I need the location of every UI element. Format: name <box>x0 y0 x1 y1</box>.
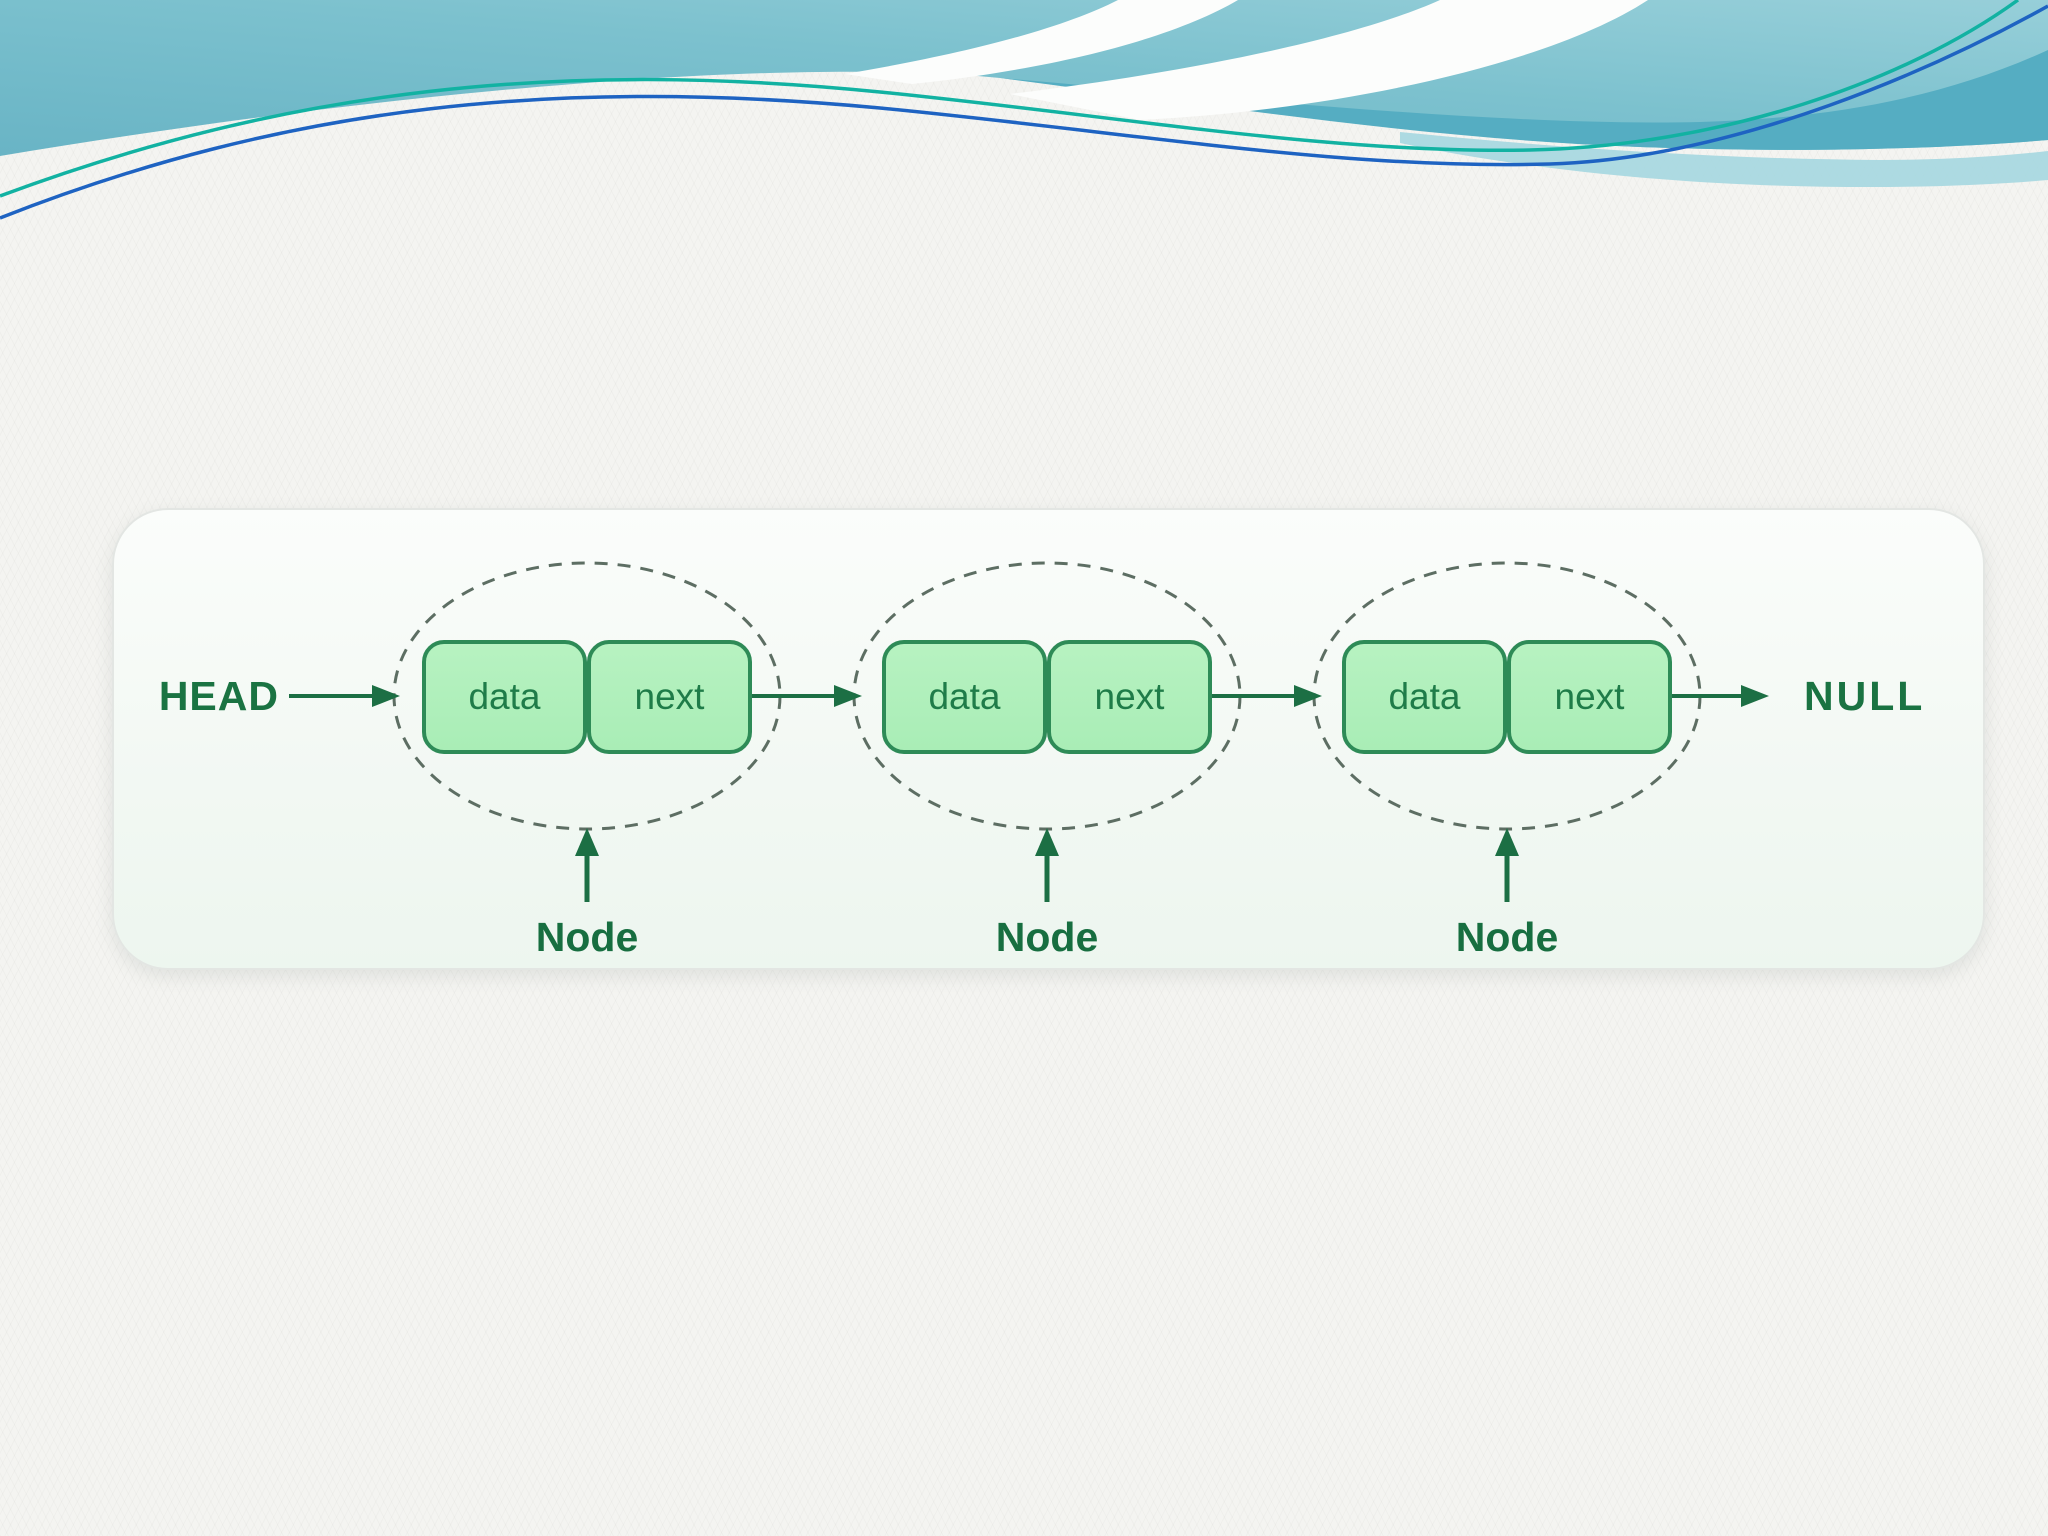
wave-white-stripe-2 <box>1010 0 1648 120</box>
arrow-head-to-node1 <box>289 685 400 707</box>
node2-data-cell: data <box>882 640 1047 754</box>
node1-data-cell: data <box>422 640 587 754</box>
wave-thin-line-blue <box>0 4 2048 220</box>
wave-light-strip <box>1400 132 2048 188</box>
node3-label: Node <box>1455 914 1559 960</box>
head-label: HEAD <box>158 673 279 719</box>
arrow-node1-to-node2 <box>752 685 862 707</box>
node3-next-cell: next <box>1507 640 1672 754</box>
node2-label: Node <box>995 914 1099 960</box>
diagram-shapes-layer <box>289 561 1769 902</box>
node2-next-cell: next <box>1047 640 1212 754</box>
node3-data-cell: data <box>1342 640 1507 754</box>
wave-white-stripe-1 <box>845 0 1238 84</box>
node3-pointer-arrow <box>1495 828 1519 902</box>
wave-dark-swoosh <box>1000 50 2048 150</box>
linked-list-diagram-panel: HEAD NULL data next data next data next … <box>112 508 1985 970</box>
node1-next-cell: next <box>587 640 752 754</box>
node1-label: Node <box>535 914 639 960</box>
node2-pointer-arrow <box>1035 828 1059 902</box>
arrow-node2-to-node3 <box>1212 685 1322 707</box>
wave-thin-line-green <box>0 0 2020 198</box>
node1-pointer-arrow <box>575 828 599 902</box>
null-label: NULL <box>1804 673 1926 719</box>
arrow-node3-to-null <box>1672 685 1769 707</box>
decorative-wave-header <box>0 0 2048 220</box>
